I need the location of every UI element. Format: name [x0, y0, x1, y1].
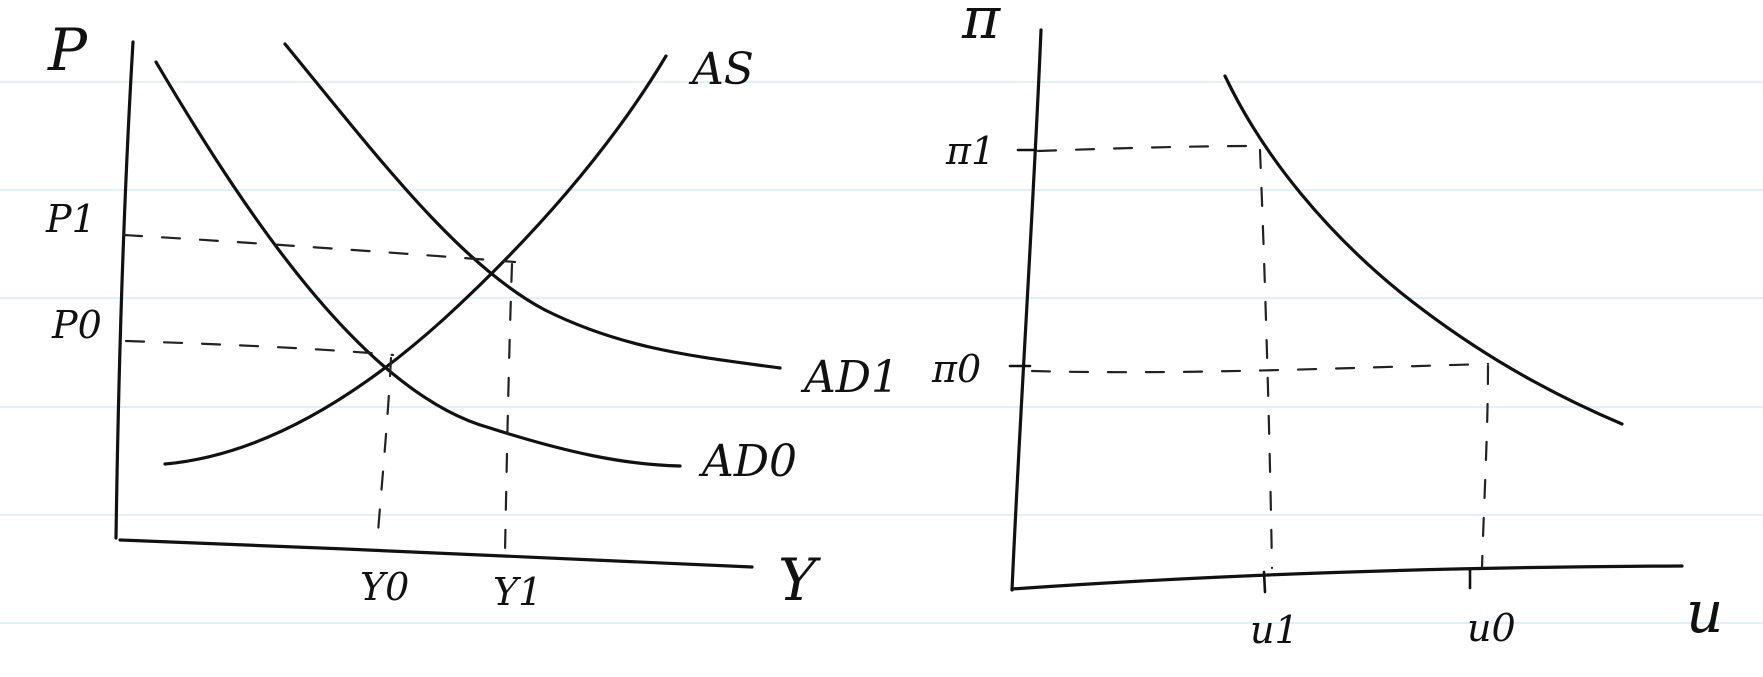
u0-label: u0 [1467, 606, 1516, 650]
output-axis-label: Y [778, 546, 821, 614]
pi0-label: π0 [931, 347, 981, 391]
ad0-label: AD0 [698, 436, 797, 487]
y0-guide [375, 356, 393, 547]
phillips-diagram: π u π1 π0 u1 u0 [931, 0, 1723, 652]
pi1-guide [1036, 144, 1260, 153]
pi0-guide [1030, 362, 1490, 374]
as-curve [163, 54, 668, 466]
u1-label: u1 [1250, 608, 1299, 652]
u-axis [1010, 564, 1684, 591]
u1-tick [1262, 570, 1267, 594]
phillips-curve [1223, 74, 1624, 426]
as-label: AS [688, 44, 754, 95]
price-axis-label: P [47, 16, 88, 84]
u0-guide [1480, 364, 1490, 570]
y1-label: Y1 [493, 570, 542, 614]
pi-axis [1010, 28, 1043, 592]
pi-axis-label: π [961, 0, 1001, 52]
p1-guide [122, 233, 517, 264]
ad1-curve [283, 42, 782, 370]
p0-label: P0 [51, 303, 102, 347]
p0-guide [124, 339, 395, 357]
ad0-curve [154, 60, 682, 468]
y1-guide [503, 262, 514, 554]
as-ad-diagram: P Y P1 P0 Y0 Y1 AS AD1 AD0 [45, 16, 899, 614]
p1-label: P1 [45, 197, 96, 241]
price-axis [114, 40, 135, 540]
u1-guide [1258, 148, 1274, 570]
ruled-lines [0, 81, 1763, 624]
u-axis-label: u [1686, 578, 1723, 646]
y0-label: Y0 [360, 565, 409, 609]
output-axis [118, 538, 754, 569]
pi1-label: π1 [945, 129, 995, 173]
ad1-label: AD1 [800, 352, 899, 403]
